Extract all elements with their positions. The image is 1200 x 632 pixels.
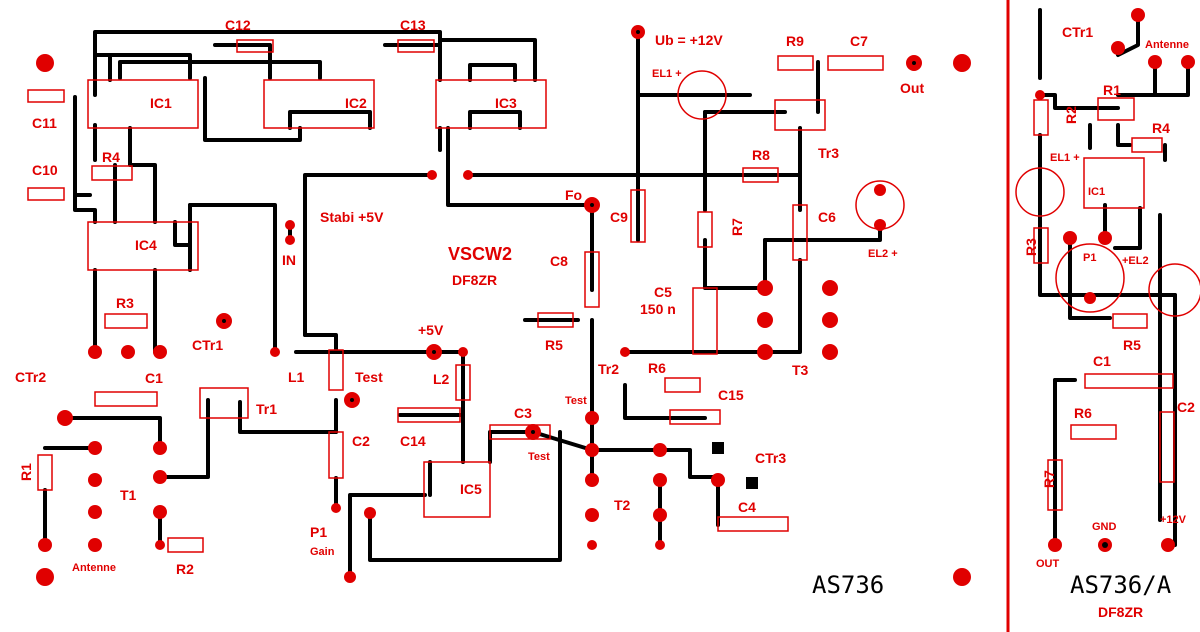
- stabi-label: Stabi +5V: [320, 209, 384, 225]
- svg-text:IC3: IC3: [495, 95, 517, 111]
- svg-text:C3: C3: [514, 405, 532, 421]
- svg-text:R7: R7: [729, 218, 745, 236]
- board-id: AS736: [812, 571, 884, 599]
- svg-text:IC1: IC1: [1088, 186, 1105, 198]
- svg-text:IC5: IC5: [460, 481, 482, 497]
- svg-text:IC2: IC2: [345, 95, 367, 111]
- ic1-body: [87, 79, 199, 129]
- svg-text:Tr2: Tr2: [598, 361, 619, 377]
- svg-text:EL2 +: EL2 +: [868, 248, 898, 260]
- svg-text:Tr3: Tr3: [818, 145, 839, 161]
- side-author: DF8ZR: [1098, 604, 1143, 620]
- svg-text:OUT: OUT: [1036, 558, 1060, 570]
- test-label-2: Test: [528, 451, 550, 463]
- svg-text:EL1 +: EL1 +: [1050, 152, 1080, 164]
- author-label: DF8ZR: [452, 272, 497, 288]
- svg-text:CTr2: CTr2: [15, 369, 46, 385]
- svg-text:R7: R7: [1041, 470, 1057, 488]
- svg-text:IC1: IC1: [150, 95, 172, 111]
- svg-text:C15: C15: [718, 387, 744, 403]
- out-label: Out: [900, 80, 924, 96]
- svg-text:+12V: +12V: [1160, 514, 1187, 526]
- plus5v-label: +5V: [418, 322, 444, 338]
- ic3-body: [435, 79, 547, 129]
- svg-text:C9: C9: [610, 209, 628, 225]
- svg-text:Antenne: Antenne: [1145, 39, 1189, 51]
- svg-text:CTr1: CTr1: [192, 337, 223, 353]
- svg-text:IC4: IC4: [135, 237, 157, 253]
- antenne-label: Antenne: [72, 562, 116, 574]
- svg-text:R5: R5: [545, 337, 563, 353]
- svg-text:C1: C1: [1093, 353, 1111, 369]
- in-label: IN: [282, 252, 296, 268]
- svg-text:T2: T2: [614, 497, 631, 513]
- svg-text:C7: C7: [850, 33, 868, 49]
- svg-text:C2: C2: [1177, 399, 1195, 415]
- svg-text:R6: R6: [648, 360, 666, 376]
- svg-text:CTr1: CTr1: [1062, 24, 1093, 40]
- component-outlines: [27, 39, 905, 553]
- svg-text:C5: C5: [654, 284, 672, 300]
- svg-text:R1: R1: [1103, 82, 1121, 98]
- svg-text:R1: R1: [18, 463, 34, 481]
- side-board: CTr1 Antenne R1 R4 R2 EL1 + IC1 R3 P1 +E…: [1015, 8, 1200, 620]
- svg-text:C12: C12: [225, 17, 251, 33]
- svg-text:R6: R6: [1074, 405, 1092, 421]
- svg-text:R4: R4: [102, 149, 120, 165]
- svg-text:GND: GND: [1092, 521, 1117, 533]
- svg-text:C4: C4: [738, 499, 756, 515]
- svg-text:R9: R9: [786, 33, 804, 49]
- fo-label: Fo: [565, 187, 582, 203]
- el1-capacitor: [677, 70, 727, 120]
- svg-text:L2: L2: [433, 371, 450, 387]
- svg-text:R8: R8: [752, 147, 770, 163]
- test-label-1: Test: [355, 369, 383, 385]
- side-board-id: AS736/A: [1070, 571, 1172, 599]
- svg-text:R3: R3: [116, 295, 134, 311]
- svg-text:R2: R2: [1063, 106, 1079, 124]
- ub-label: Ub = +12V: [655, 32, 723, 48]
- svg-text:P1: P1: [1083, 252, 1096, 264]
- gain-label: Gain: [310, 546, 335, 558]
- svg-text:C10: C10: [32, 162, 58, 178]
- svg-text:Tr1: Tr1: [256, 401, 277, 417]
- silkscreen-labels: VSCW2 DF8ZR Stabi +5V IN Ub = +12V Out F…: [15, 17, 924, 599]
- svg-text:CTr3: CTr3: [755, 450, 786, 466]
- svg-text:C8: C8: [550, 253, 568, 269]
- svg-text:C14: C14: [400, 433, 426, 449]
- svg-text:C11: C11: [32, 115, 57, 131]
- ic2-body: [263, 79, 375, 129]
- svg-text:R5: R5: [1123, 337, 1141, 353]
- ic4-body: [87, 221, 199, 271]
- svg-text:EL1 +: EL1 +: [652, 68, 682, 80]
- svg-text:C1: C1: [145, 370, 163, 386]
- ic5-body: [423, 461, 491, 518]
- svg-text:P1: P1: [310, 524, 327, 540]
- svg-text:T3: T3: [792, 362, 809, 378]
- board-title: VSCW2: [448, 244, 512, 264]
- svg-text:C13: C13: [400, 17, 426, 33]
- solder-pads: [36, 25, 971, 586]
- svg-text:R3: R3: [1023, 238, 1039, 256]
- svg-text:L1: L1: [288, 369, 305, 385]
- svg-text:C6: C6: [818, 209, 836, 225]
- svg-text:T1: T1: [120, 487, 137, 503]
- svg-text:R2: R2: [176, 561, 194, 577]
- test-label-3: Test: [565, 395, 587, 407]
- svg-text:R4: R4: [1152, 120, 1170, 136]
- svg-text:+EL2: +EL2: [1122, 255, 1149, 267]
- c5-value: 150 n: [640, 301, 676, 317]
- svg-text:C2: C2: [352, 433, 370, 449]
